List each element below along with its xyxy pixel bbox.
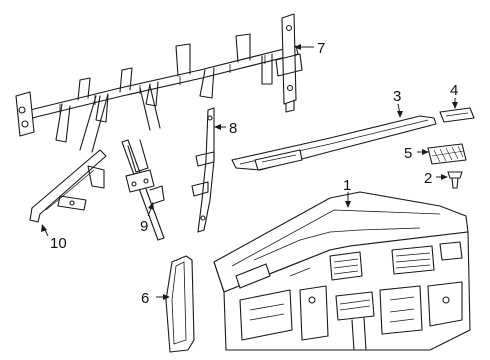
part-6-end-panel <box>165 255 195 353</box>
part-5-grille <box>427 143 467 165</box>
part-1-instrument-panel <box>213 191 471 351</box>
callout-8: 8 <box>229 120 237 137</box>
part-8-brace <box>191 107 215 233</box>
callout-3: 3 <box>393 88 401 105</box>
callout-6: 6 <box>141 290 149 307</box>
part-2-clip <box>447 171 463 189</box>
callout-7: 7 <box>317 40 325 57</box>
callout-10: 10 <box>50 235 67 252</box>
callout-5: 5 <box>404 145 412 162</box>
part-7-cross-car-beam <box>15 13 303 153</box>
part-10-bracket <box>29 149 107 223</box>
part-9-brace <box>121 139 165 241</box>
callout-9: 9 <box>140 218 148 235</box>
part-3-upper-panel <box>231 115 437 171</box>
callout-4: 4 <box>450 82 458 99</box>
part-4-cover <box>439 107 475 123</box>
callout-2: 2 <box>424 170 432 187</box>
leader-lines <box>41 44 458 300</box>
callout-1: 1 <box>343 177 351 194</box>
